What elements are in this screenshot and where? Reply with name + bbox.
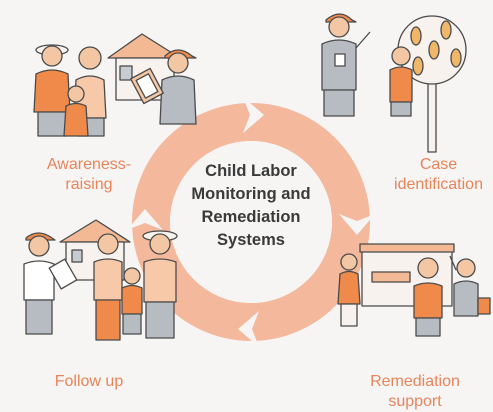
stage-label-line: Remediation (370, 373, 460, 390)
cycle-arrow-icon (238, 311, 259, 347)
cycle-arrow-icon (243, 97, 264, 133)
remediation-support-illustration (337, 243, 491, 337)
center-title-line: Remediation (201, 208, 301, 226)
center-title-line: Systems (217, 231, 285, 249)
stage-label-case-identification: Case identification (384, 155, 493, 195)
stage-label-awareness: Awareness- raising (34, 155, 144, 195)
center-title-line: Child Labor (205, 162, 297, 180)
stage-label-line: Awareness- (46, 156, 132, 173)
awareness-group-illustration (33, 33, 197, 137)
center-title: Child Labor Monitoring and Remediation S… (166, 160, 336, 252)
center-title-line: Monitoring and (191, 185, 311, 203)
cycle-arrow-icon (339, 214, 375, 235)
cycle-ring (127, 97, 375, 347)
stage-label-remediation-support: Remediation support (360, 372, 470, 412)
stage-label-follow-up: Follow up (34, 372, 144, 392)
stage-label-line: raising (65, 176, 113, 193)
cycle-arrow-icon (127, 209, 163, 230)
case-identification-illustration (321, 13, 467, 153)
follow-up-illustration (23, 219, 178, 341)
stage-label-line: support (388, 393, 442, 410)
stage-label-line: Case (419, 156, 458, 173)
stage-label-line: Follow up (54, 373, 124, 390)
stage-label-line: identification (394, 176, 483, 193)
